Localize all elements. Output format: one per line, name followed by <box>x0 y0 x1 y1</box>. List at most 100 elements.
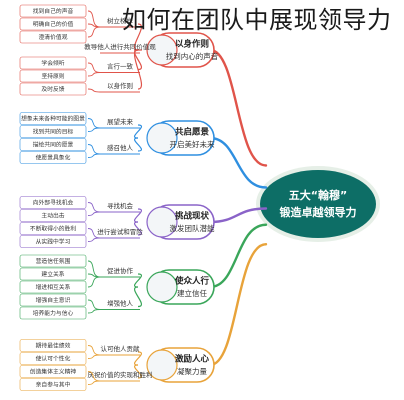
leaf-connector <box>87 276 101 288</box>
leaf-label: 建立关系 <box>41 270 64 278</box>
sub-topic-label: 言行一致 <box>107 62 134 71</box>
leaf-box <box>19 267 87 281</box>
leaf-connector <box>87 380 101 385</box>
leaf-box <box>19 352 87 365</box>
branch-icon <box>146 271 178 303</box>
sub-connector <box>134 208 142 223</box>
leaf-connector <box>87 62 101 73</box>
leaf-box <box>19 254 87 268</box>
leaf-connector <box>87 144 101 155</box>
leaf-label: 找到自己的声音 <box>33 7 74 15</box>
leaf-box <box>19 235 87 248</box>
leaf-label: 培养能力与信心 <box>33 309 74 317</box>
sub-topic-label: 寻找机会 <box>107 201 134 210</box>
branch-subtitle: 激发团队潜能 <box>170 223 215 233</box>
leaf-label: 使愿景具象化 <box>36 154 71 162</box>
leaf-box <box>19 196 87 209</box>
leaf-box <box>19 4 87 18</box>
leaf-connector <box>87 118 101 129</box>
leaf-connector <box>87 88 101 93</box>
leaf-label: 从实践中学习 <box>36 238 71 246</box>
leaf-label: 增强自主意识 <box>36 296 71 304</box>
sub-connector <box>134 286 142 308</box>
branch-connector <box>208 207 268 224</box>
branch-subtitle: 凝聚力量 <box>177 366 207 376</box>
leaf-label: 主动出击 <box>41 212 64 220</box>
leaf-connector <box>87 72 101 77</box>
leaf-box <box>19 378 87 391</box>
sub-topic-label: 展望未来 <box>107 117 134 126</box>
sub-topic-label: 教导他人进行共同价值观 <box>84 42 156 51</box>
branch-icon <box>146 206 178 238</box>
sub-topic-label: 增强他人 <box>107 299 134 308</box>
sub-topic-label: 进行尝试和冒险 <box>97 227 143 236</box>
branch-connector <box>208 243 268 367</box>
branch-icon <box>146 349 178 381</box>
sub-connector <box>134 137 142 152</box>
leaf-connector <box>87 345 101 356</box>
leaf-label: 明确自己的价值 <box>33 20 74 28</box>
sub-connector <box>134 273 142 288</box>
branch-connector <box>208 136 268 189</box>
leaf-label: 坚持原则 <box>41 72 64 80</box>
sub-connector <box>133 49 143 90</box>
center-title-line1: 五大“翰穆” <box>289 188 347 202</box>
leaf-label: 学会倾听 <box>41 59 64 67</box>
leaf-box <box>19 125 87 138</box>
sub-connector <box>134 364 142 379</box>
leaf-connector <box>87 354 101 359</box>
leaf-label: 营造信任氛围 <box>36 257 71 265</box>
sub-connector <box>134 221 142 236</box>
branch-subtitle: 开启美好未来 <box>170 139 215 149</box>
sub-topic-label: 庆祝价值的实现和胜利 <box>88 370 153 379</box>
branch-connector <box>208 223 268 289</box>
center-node <box>260 170 376 238</box>
leaf-box <box>19 222 87 235</box>
sub-topic-label: 感召他人 <box>107 143 134 152</box>
sub-connector <box>134 23 142 51</box>
leaf-label: 澄清价值观 <box>39 33 68 41</box>
leaf-connector <box>87 273 101 278</box>
leaf-label: 亲自参与其中 <box>36 381 71 389</box>
sub-topic-label: 以身作则 <box>107 81 133 90</box>
leaf-connector <box>87 202 101 213</box>
branch-icon <box>146 34 178 66</box>
leaf-label: 不断取得小的胜利 <box>30 225 77 233</box>
branch-title: 共启愿景 <box>175 127 210 138</box>
page-title: 如何在团队中展现领导力 <box>122 6 392 34</box>
leaf-label: 想象未来各种可能的图景 <box>21 115 85 123</box>
leaf-connector <box>87 10 101 28</box>
branch-icon <box>146 122 178 154</box>
sub-connector <box>134 351 142 366</box>
leaf-box <box>19 56 87 70</box>
leaf-label: 创造集体主义精神 <box>30 368 77 376</box>
leaf-connector <box>87 299 101 310</box>
sub-topic-label: 促进协作 <box>107 266 134 275</box>
leaf-box <box>19 151 87 164</box>
leaf-label: 及时反馈 <box>41 85 64 93</box>
branch-subtitle: 建立信任 <box>177 288 207 298</box>
leaf-box <box>19 365 87 378</box>
branch-title: 激励人心 <box>175 354 210 365</box>
sub-topic-label: 树立榜样 <box>107 16 134 25</box>
leaf-box <box>19 112 87 125</box>
branch-title: 挑战现状 <box>175 211 210 222</box>
leaf-connector <box>87 237 101 242</box>
leaf-box <box>19 339 87 352</box>
sub-topic-label: 认可他人贡献 <box>101 344 141 353</box>
branch-connector <box>208 48 268 167</box>
leaf-box <box>19 82 87 96</box>
leaf-label: 找到共同的目标 <box>33 128 74 136</box>
branch-subtitle: 找到内心的声音 <box>166 51 219 61</box>
leaf-box <box>19 138 87 151</box>
leaf-box <box>19 17 87 31</box>
leaf-connector <box>87 127 101 132</box>
leaf-label: 向外部寻找机会 <box>33 199 74 207</box>
leaf-box <box>19 209 87 222</box>
sub-connector <box>134 124 142 139</box>
leaf-connector <box>87 260 101 278</box>
leaf-box <box>19 69 87 83</box>
leaf-connector <box>87 26 101 38</box>
center-title-line2: 锻造卓越领导力 <box>280 205 357 219</box>
branch-title: 以身作则 <box>175 39 209 50</box>
